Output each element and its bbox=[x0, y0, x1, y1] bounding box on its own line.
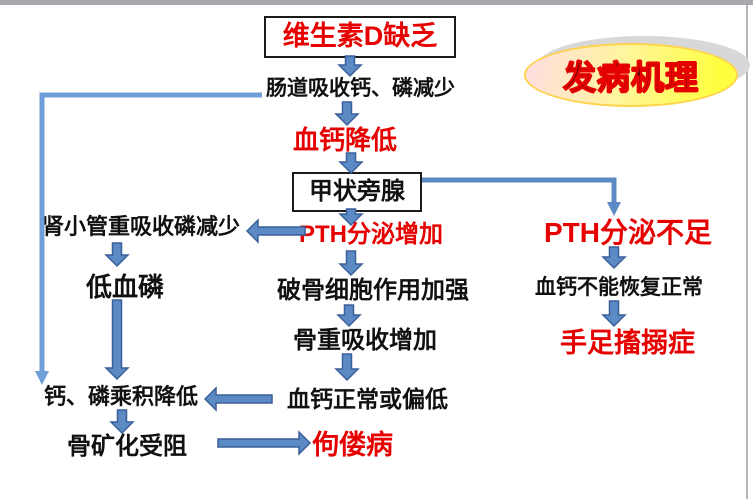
arrow-right-icon bbox=[217, 430, 312, 456]
node-pth-insufficient: PTH分泌不足 bbox=[544, 217, 713, 248]
node-rickets: 佝偻病 bbox=[312, 430, 393, 460]
node-low-blood-phosphorus: 低血磷 bbox=[86, 272, 165, 302]
title-badge: 发病机理 bbox=[522, 34, 753, 107]
node-label: 甲状旁腺 bbox=[309, 177, 405, 205]
connector-right-elbow bbox=[422, 177, 621, 216]
node-intestinal-absorption: 肠道吸收钙、磷减少 bbox=[266, 77, 455, 100]
arrow-down-icon bbox=[337, 55, 363, 78]
node-renal-phos-reabsorption: 肾小管重吸收磷减少 bbox=[42, 214, 241, 239]
badge-ellipse: 发病机理 bbox=[524, 43, 738, 107]
arrow-down-icon bbox=[336, 304, 362, 328]
arrow-down-icon bbox=[109, 409, 135, 435]
arrow-down-icon bbox=[338, 152, 364, 175]
node-low-blood-calcium: 血钙降低 bbox=[293, 125, 398, 155]
node-vitamin-d-deficiency: 维生素D缺乏 bbox=[264, 16, 456, 58]
node-blood-ca-normal-or-low: 血钙正常或偏低 bbox=[287, 386, 448, 412]
node-ca-phos-product-low: 钙、磷乘积降低 bbox=[44, 384, 199, 409]
page-title: 发病机理 bbox=[562, 58, 699, 96]
arrow-down-icon bbox=[601, 246, 627, 270]
arrow-left-icon bbox=[245, 218, 306, 244]
arrow-down-icon bbox=[104, 299, 130, 381]
node-osteoclast-enhanced: 破骨细胞作用加强 bbox=[277, 277, 469, 304]
arrow-down-icon bbox=[334, 353, 360, 382]
node-tetany: 手足搐搦症 bbox=[560, 328, 695, 358]
arrow-left-icon bbox=[203, 386, 273, 412]
node-bone-mineralization-blocked: 骨矿化受阻 bbox=[67, 433, 187, 460]
connector-left-path bbox=[35, 92, 262, 385]
window-right-border bbox=[746, 5, 748, 499]
arrow-down-icon bbox=[338, 208, 364, 227]
node-pth-increase: PTH分泌增加 bbox=[299, 221, 443, 248]
window-top-border bbox=[0, 0, 753, 5]
node-label: 维生素D缺乏 bbox=[282, 21, 438, 52]
arrow-down-icon bbox=[104, 242, 130, 268]
arrow-down-icon bbox=[338, 250, 364, 277]
arrow-down-icon bbox=[334, 101, 360, 127]
arrow-down-icon bbox=[601, 300, 627, 328]
node-bone-resorption-increase: 骨重吸收增加 bbox=[293, 327, 437, 354]
node-parathyroid: 甲状旁腺 bbox=[292, 172, 422, 212]
node-blood-ca-not-recover: 血钙不能恢复正常 bbox=[535, 276, 703, 299]
